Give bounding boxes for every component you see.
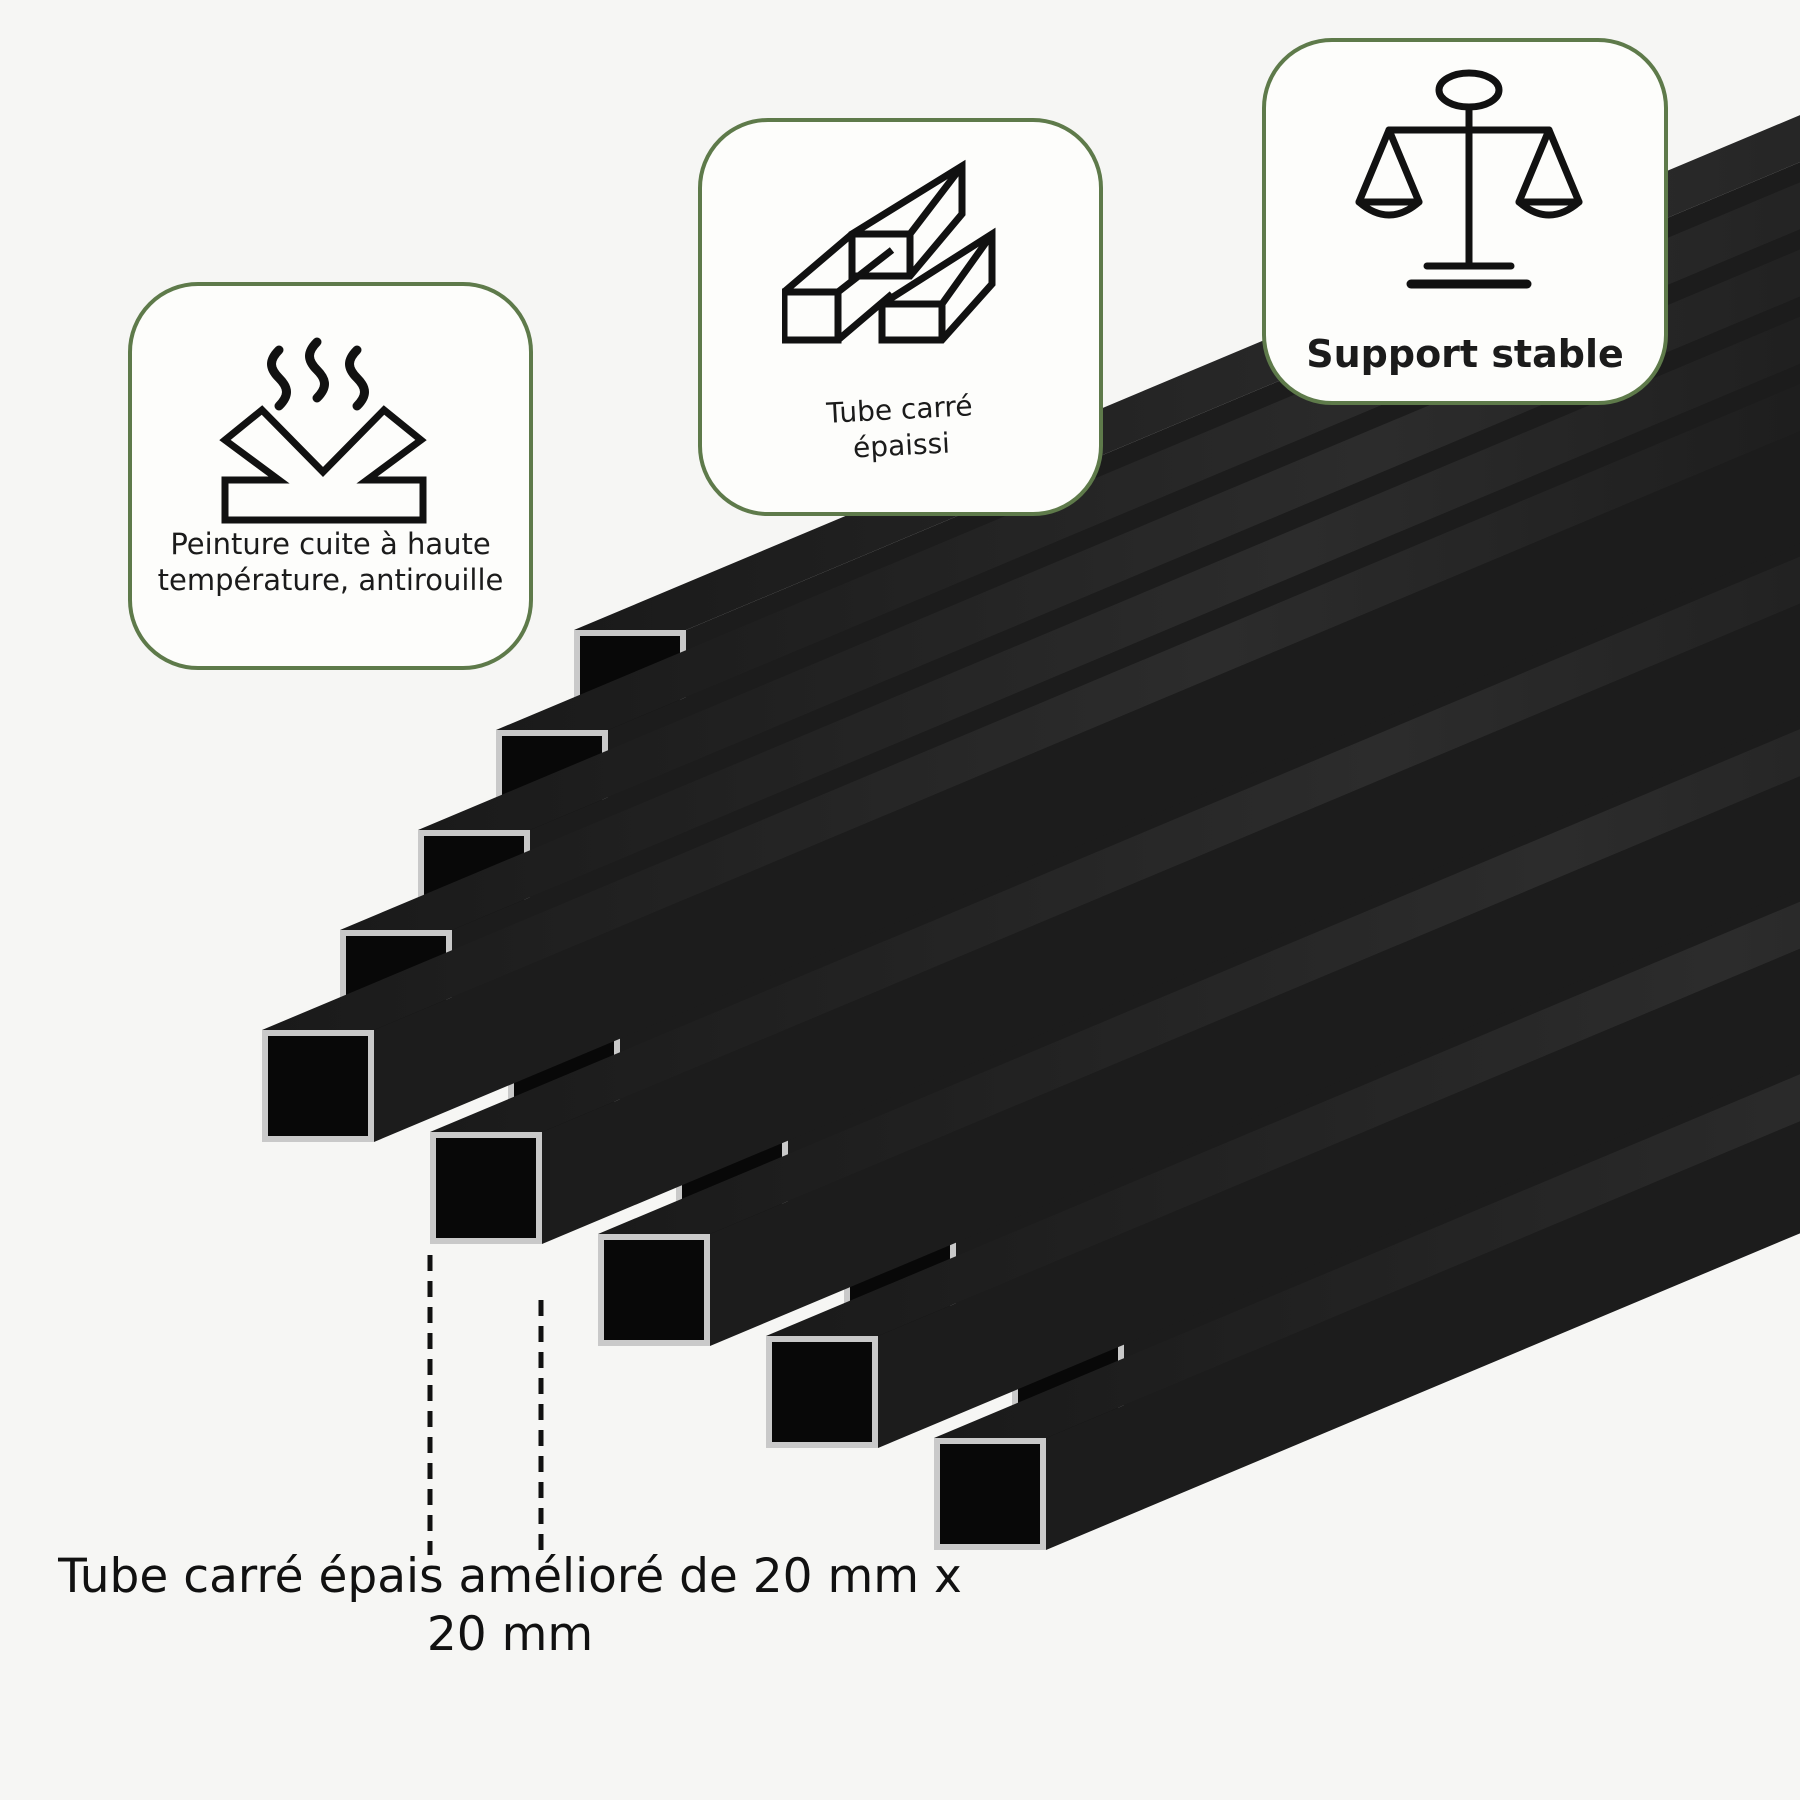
feature-badge-paint: Peinture cuite à haute température, anti… — [128, 282, 533, 670]
square-tube — [934, 1074, 1800, 1550]
square-tube — [262, 384, 1800, 1142]
square-tubes-icon — [782, 159, 996, 344]
balance-scale-icon — [1355, 69, 1583, 289]
feature-badge-stability: Support stable — [1262, 38, 1668, 405]
feature-label-thickness: Tube carré épaissi — [825, 389, 974, 465]
feature-label-paint: Peinture cuite à haute température, anti… — [157, 527, 504, 597]
square-tube — [766, 901, 1800, 1448]
heat-resistant-paint-icon — [219, 337, 427, 524]
feature-badge-thickness: Tube carré épaissi — [698, 118, 1103, 516]
square-tube — [430, 556, 1800, 1244]
square-tube — [598, 729, 1800, 1346]
product-caption: Tube carré épais amélioré de 20 mm x 20 … — [58, 1549, 962, 1662]
feature-label-stability: Support stable — [1306, 332, 1624, 376]
